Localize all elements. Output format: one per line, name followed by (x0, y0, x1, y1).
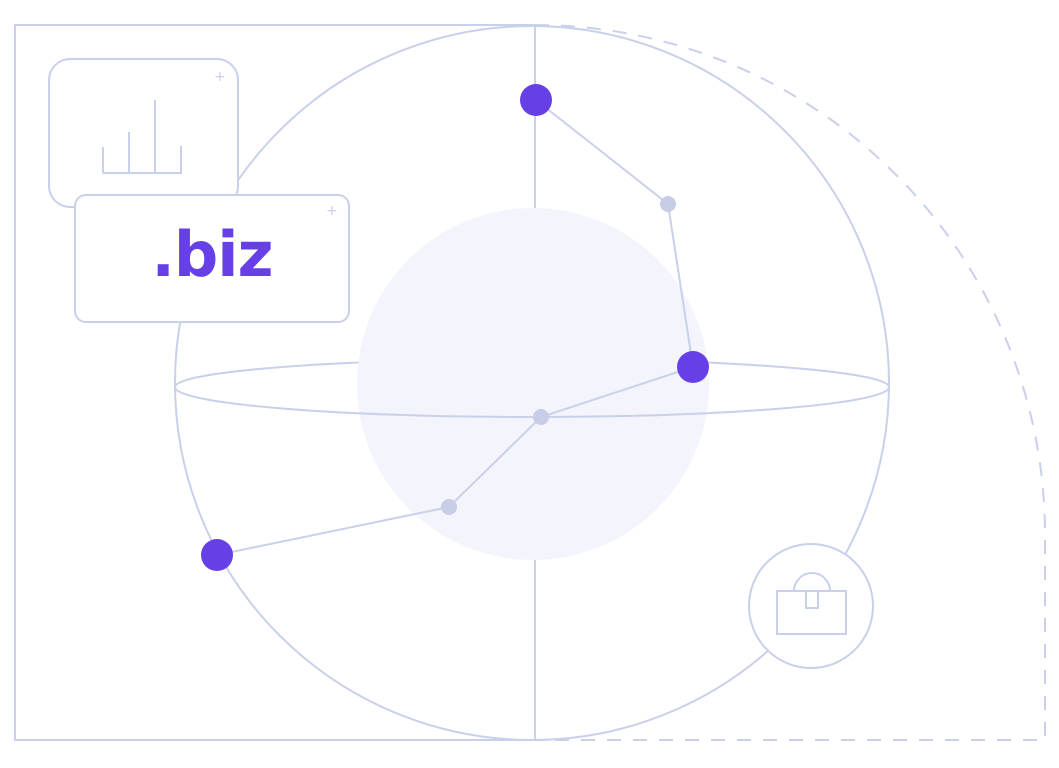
lock-icon (748, 543, 874, 669)
accent-node (201, 539, 233, 571)
frame-dashed (534, 24, 1046, 741)
accent-node (520, 84, 552, 116)
small-node (533, 409, 549, 425)
equator-front (174, 386, 890, 418)
analytics-card: + (48, 58, 239, 208)
small-node (660, 196, 676, 212)
network-path (216, 99, 695, 556)
domain-extension-label: .biz (151, 218, 273, 291)
plus-icon: + (214, 69, 226, 85)
plus-icon: + (326, 203, 338, 219)
small-node (441, 499, 457, 515)
inner-sphere (357, 208, 709, 560)
frame-solid (14, 24, 535, 741)
accent-node (677, 351, 709, 383)
bar-chart-icon (102, 100, 182, 174)
domain-card: + .biz (74, 194, 350, 323)
globe-outline (174, 25, 890, 741)
